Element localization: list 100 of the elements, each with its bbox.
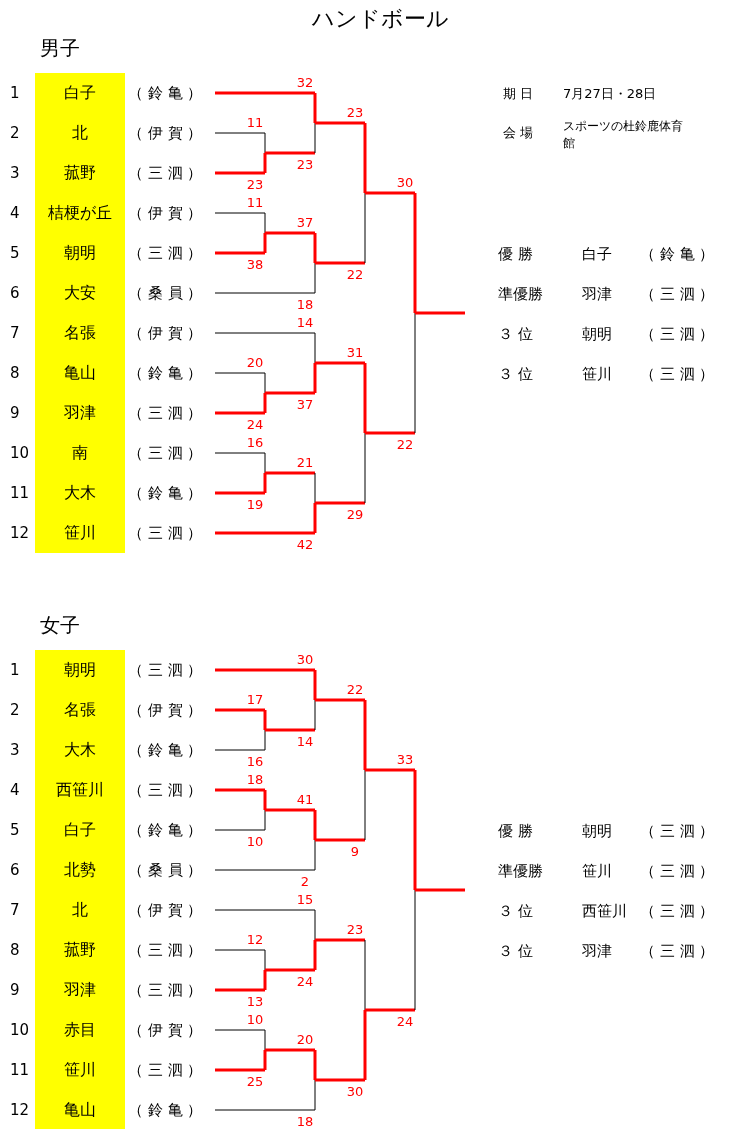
- region-label: （ 三 泗 ）: [128, 1060, 203, 1080]
- score: 15: [296, 891, 314, 907]
- team-name: 白子: [582, 244, 612, 264]
- seed-number: 8: [10, 364, 20, 382]
- score: 24: [396, 1013, 414, 1029]
- team-name-cell: 名張: [35, 313, 125, 353]
- region-label: （ 三 泗 ）: [640, 861, 715, 881]
- team-name-cell: 亀山: [35, 353, 125, 393]
- team-name: 朝明: [582, 821, 612, 841]
- field-label: 会 場: [503, 124, 534, 142]
- score: 41: [296, 791, 314, 807]
- team-name-cell: 大木: [35, 473, 125, 513]
- team-name-cell: 大木: [35, 730, 125, 770]
- score: 32: [296, 74, 314, 90]
- team-name-cell: 南: [35, 433, 125, 473]
- team-name: 羽津: [582, 284, 612, 304]
- seed-number: 6: [10, 861, 20, 879]
- team-name-cell: 北: [35, 890, 125, 930]
- seed-number: 4: [10, 781, 20, 799]
- region-label: （ 鈴 亀 ）: [128, 483, 203, 503]
- team-name: 羽津: [582, 941, 612, 961]
- score: 10: [246, 1011, 264, 1027]
- region-label: （ 鈴 亀 ）: [128, 363, 203, 383]
- seed-number: 9: [10, 404, 20, 422]
- seed-number: 5: [10, 821, 20, 839]
- score: 23: [346, 921, 364, 937]
- team-name: 笹川: [582, 364, 612, 384]
- region-label: （ 三 泗 ）: [128, 403, 203, 423]
- team-name-cell: 羽津: [35, 970, 125, 1010]
- team-name-cell: 亀山: [35, 1090, 125, 1129]
- region-label: （ 伊 賀 ）: [128, 900, 203, 920]
- region-label: （ 三 泗 ）: [640, 324, 715, 344]
- team-name-cell: 北: [35, 113, 125, 153]
- region-label: （ 三 泗 ）: [640, 284, 715, 304]
- score: 29: [346, 506, 364, 522]
- score: 31: [346, 344, 364, 360]
- region-label: （ 伊 賀 ）: [128, 323, 203, 343]
- score: 14: [296, 314, 314, 330]
- rank-label: ３ 位: [498, 901, 533, 921]
- seed-number: 11: [10, 1061, 30, 1079]
- region-label: （ 伊 賀 ）: [128, 123, 203, 143]
- team-name-cell: 菰野: [35, 153, 125, 193]
- score: 30: [346, 1083, 364, 1099]
- score: 19: [246, 496, 264, 512]
- team-name-cell: 朝明: [35, 233, 125, 273]
- seed-number: 9: [10, 981, 20, 999]
- score: 37: [296, 214, 314, 230]
- team-name-cell: 菰野: [35, 930, 125, 970]
- region-label: （ 鈴 亀 ）: [128, 820, 203, 840]
- rank-label: ３ 位: [498, 941, 533, 961]
- team-name-cell: 北勢: [35, 850, 125, 890]
- region-label: （ 三 泗 ）: [640, 364, 715, 384]
- score: 11: [246, 194, 264, 210]
- rank-label: 準優勝: [498, 861, 543, 881]
- region-label: （ 鈴 亀 ）: [128, 1100, 203, 1120]
- seed-number: 10: [10, 1021, 30, 1039]
- score: 42: [296, 536, 314, 552]
- score: 37: [296, 396, 314, 412]
- score: 11: [246, 114, 264, 130]
- score: 20: [296, 1031, 314, 1047]
- region-label: （ 三 泗 ）: [640, 941, 715, 961]
- seed-number: 7: [10, 324, 20, 342]
- score: 22: [396, 436, 414, 452]
- title: ハンドボール: [312, 5, 449, 33]
- team-name-cell: 羽津: [35, 393, 125, 433]
- seed-number: 10: [10, 444, 30, 462]
- region-label: （ 三 泗 ）: [128, 523, 203, 543]
- score: 24: [296, 973, 314, 989]
- score: 18: [296, 1113, 314, 1129]
- seed-number: 6: [10, 284, 20, 302]
- score: 12: [246, 931, 264, 947]
- seed-number: 8: [10, 941, 20, 959]
- team-name-cell: 白子: [35, 73, 125, 113]
- rank-label: 優 勝: [498, 244, 533, 264]
- score: 25: [246, 1073, 264, 1089]
- score: 16: [246, 753, 264, 769]
- seed-number: 2: [10, 124, 20, 142]
- score: 30: [396, 174, 414, 190]
- team-name: 西笹川: [582, 901, 627, 921]
- seed-number: 12: [10, 1101, 30, 1119]
- region-label: （ 三 泗 ）: [128, 780, 203, 800]
- region-label: （ 三 泗 ）: [128, 243, 203, 263]
- score: 22: [346, 266, 364, 282]
- seed-number: 1: [10, 661, 20, 679]
- rank-label: ３ 位: [498, 324, 533, 344]
- region-label: （ 伊 賀 ）: [128, 1020, 203, 1040]
- score: 18: [246, 771, 264, 787]
- score: 24: [246, 416, 264, 432]
- region-label: （ 鈴 亀 ）: [128, 740, 203, 760]
- rank-label: 準優勝: [498, 284, 543, 304]
- region-label: （ 桑 員 ）: [128, 860, 203, 880]
- region-label: （ 三 泗 ）: [128, 980, 203, 1000]
- venue-text: スポーツの杜鈴鹿体育館: [563, 118, 684, 152]
- seed-number: 2: [10, 701, 20, 719]
- team-name-cell: 桔梗が丘: [35, 193, 125, 233]
- score: 23: [296, 156, 314, 172]
- region-label: （ 鈴 亀 ）: [640, 244, 715, 264]
- rank-label: ３ 位: [498, 364, 533, 384]
- region-label: （ 鈴 亀 ）: [128, 83, 203, 103]
- score: 22: [346, 681, 364, 697]
